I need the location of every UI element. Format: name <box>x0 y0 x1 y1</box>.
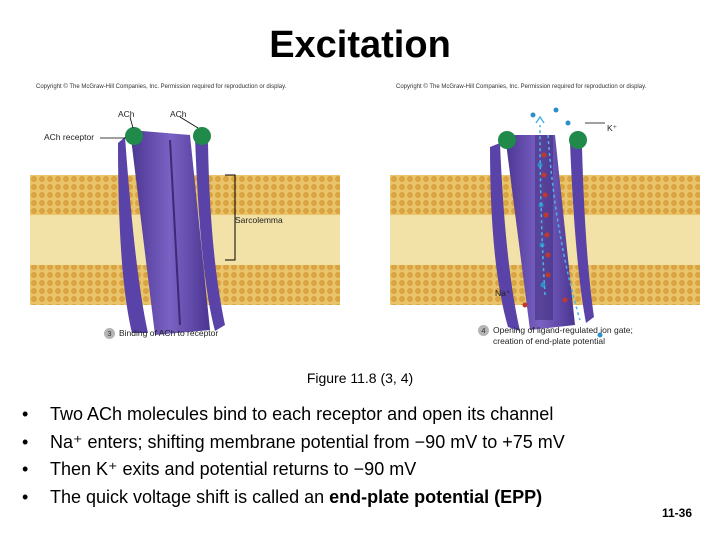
bullet-marker: • <box>22 484 50 512</box>
label-ach-2: ACh <box>170 109 187 119</box>
step-3-text: Binding of ACh to receptor <box>119 328 218 338</box>
step-3-caption: 3 Binding of ACh to receptor <box>104 328 218 339</box>
label-k-ion: K⁺ <box>607 123 617 134</box>
step-4-text-line1: Opening of ligand-regulated ion gate; <box>493 325 633 335</box>
figure-caption: Figure 11.8 (3, 4) <box>0 370 720 386</box>
label-ach-1: ACh <box>118 109 135 119</box>
bullet-bold-term: end-plate potential (EPP) <box>329 487 542 507</box>
bullet-marker: • <box>22 456 50 484</box>
label-sarcolemma: Sarcolemma <box>235 215 283 225</box>
bullet-list: •Two ACh molecules bind to each receptor… <box>22 401 565 511</box>
page-number: 11-36 <box>662 506 692 520</box>
left-figure-panel: ACh ACh ACh receptor Sarcolemma 3 Binding… <box>30 95 360 345</box>
bullet-text: Then K⁺ exits and potential returns to −… <box>50 459 416 479</box>
slide-title: Excitation <box>0 24 720 67</box>
bullet-marker: • <box>22 401 50 429</box>
bullet-item: •The quick voltage shift is called an en… <box>22 484 565 512</box>
step-number-3-icon: 3 <box>104 328 115 339</box>
copyright-notice-right: Copyright © The McGraw-Hill Companies, I… <box>396 84 646 90</box>
label-ach-receptor: ACh receptor <box>44 132 94 142</box>
bullet-item: •Na⁺ enters; shifting membrane potential… <box>22 429 565 457</box>
copyright-notice-left: Copyright © The McGraw-Hill Companies, I… <box>36 84 286 90</box>
bullet-text: Two ACh molecules bind to each receptor … <box>50 404 553 424</box>
step-4-text-line2: creation of end-plate potential <box>493 336 605 346</box>
step-number-4-icon: 4 <box>478 325 489 336</box>
step-4-caption: 4 Opening of ligand-regulated ion gate; c… <box>478 325 633 346</box>
bullet-item: •Then K⁺ exits and potential returns to … <box>22 456 565 484</box>
bullet-text: Na⁺ enters; shifting membrane potential … <box>50 432 565 452</box>
ach-receptor-open-channel-illustration <box>390 95 720 345</box>
bullet-text: The quick voltage shift is called an <box>50 487 329 507</box>
bullet-marker: • <box>22 429 50 457</box>
right-figure-panel: K⁺ Na⁺ 4 Opening of ligand-regulated ion … <box>390 95 720 345</box>
bullet-item: •Two ACh molecules bind to each receptor… <box>22 401 565 429</box>
label-na-ion: Na⁺ <box>495 288 510 299</box>
